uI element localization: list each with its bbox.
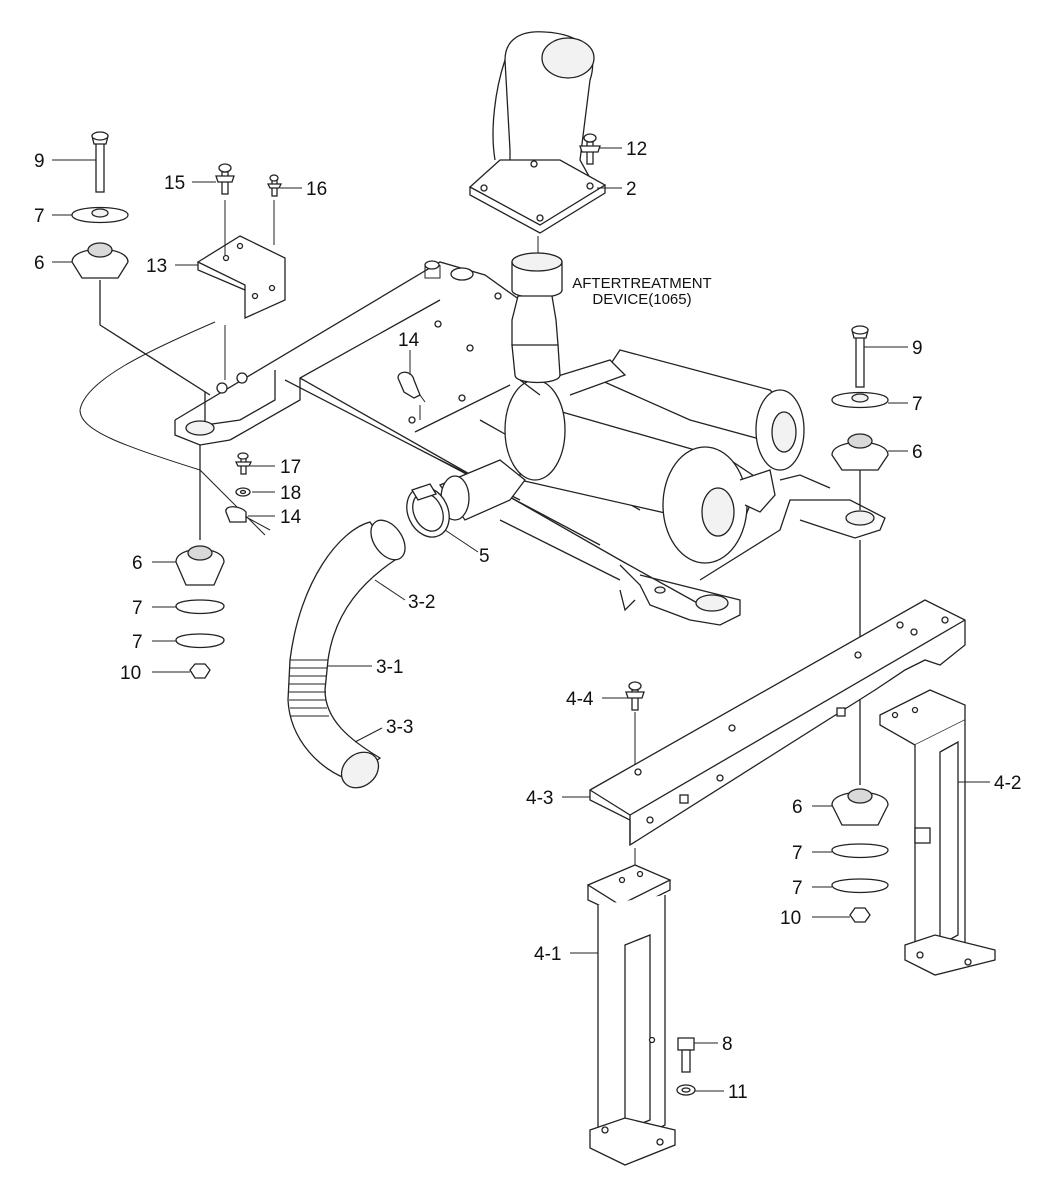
label-4-3: 4-3 xyxy=(526,788,553,809)
flex-pipe xyxy=(287,519,406,789)
label-9-left: 9 xyxy=(34,151,45,172)
hose-clamp-5 xyxy=(406,483,450,538)
mounting-frame xyxy=(174,260,886,626)
label-6-left-top: 6 xyxy=(34,253,45,274)
crossmember-4-3 xyxy=(589,599,966,847)
label-6-left-bottom: 6 xyxy=(132,553,143,574)
exhaust-stack xyxy=(468,31,607,396)
right-isolator-stack-lower xyxy=(831,700,889,923)
clamp-14-upper xyxy=(397,371,426,420)
label-10-left: 10 xyxy=(120,663,141,684)
label-3-3: 3-3 xyxy=(386,717,413,738)
label-17: 17 xyxy=(280,457,301,478)
label-14-upper: 14 xyxy=(398,330,420,351)
label-5: 5 xyxy=(479,546,490,567)
caption-line-2: DEVICE(1065) xyxy=(592,291,691,308)
bolt-4-4 xyxy=(625,681,645,765)
left-isolator-stack xyxy=(71,131,266,679)
label-7-right-bottom: 7 xyxy=(792,878,803,899)
label-16: 16 xyxy=(306,179,327,200)
leader-lines xyxy=(52,147,990,1092)
label-7-left-top: 7 xyxy=(34,206,45,227)
label-7-left-mid: 7 xyxy=(132,598,143,619)
bolt-12 xyxy=(579,133,601,165)
right-isolator-stack-upper xyxy=(831,325,889,650)
label-14-lower: 14 xyxy=(280,507,302,528)
label-13: 13 xyxy=(146,256,167,277)
label-7-right-top: 7 xyxy=(912,394,923,415)
bracket-13 xyxy=(196,163,286,380)
label-6-right-bottom: 6 xyxy=(792,797,803,818)
leg-4-1 xyxy=(586,848,676,1166)
aftertreatment-device xyxy=(438,349,805,564)
label-8: 8 xyxy=(722,1034,733,1055)
label-4-1: 4-1 xyxy=(534,944,561,965)
label-4-2: 4-2 xyxy=(994,773,1021,794)
caption-line-1: AFTERTREATMENT xyxy=(572,275,711,292)
label-18: 18 xyxy=(280,483,301,504)
label-10-right: 10 xyxy=(780,908,801,929)
label-12: 12 xyxy=(626,139,647,160)
label-6-right-top: 6 xyxy=(912,442,923,463)
label-15: 15 xyxy=(164,173,185,194)
label-3-1: 3-1 xyxy=(376,657,403,678)
label-2: 2 xyxy=(626,179,637,200)
label-7-right-mid: 7 xyxy=(792,843,803,864)
leg-4-2 xyxy=(879,689,996,976)
label-9-right: 9 xyxy=(912,338,923,359)
bolt-8-washer-11 xyxy=(676,1037,696,1096)
label-11: 11 xyxy=(728,1082,748,1103)
label-7-left-bottom: 7 xyxy=(132,632,143,653)
label-4-4: 4-4 xyxy=(566,689,594,710)
label-3-2: 3-2 xyxy=(408,592,435,613)
clamp-14-lower xyxy=(225,452,271,531)
